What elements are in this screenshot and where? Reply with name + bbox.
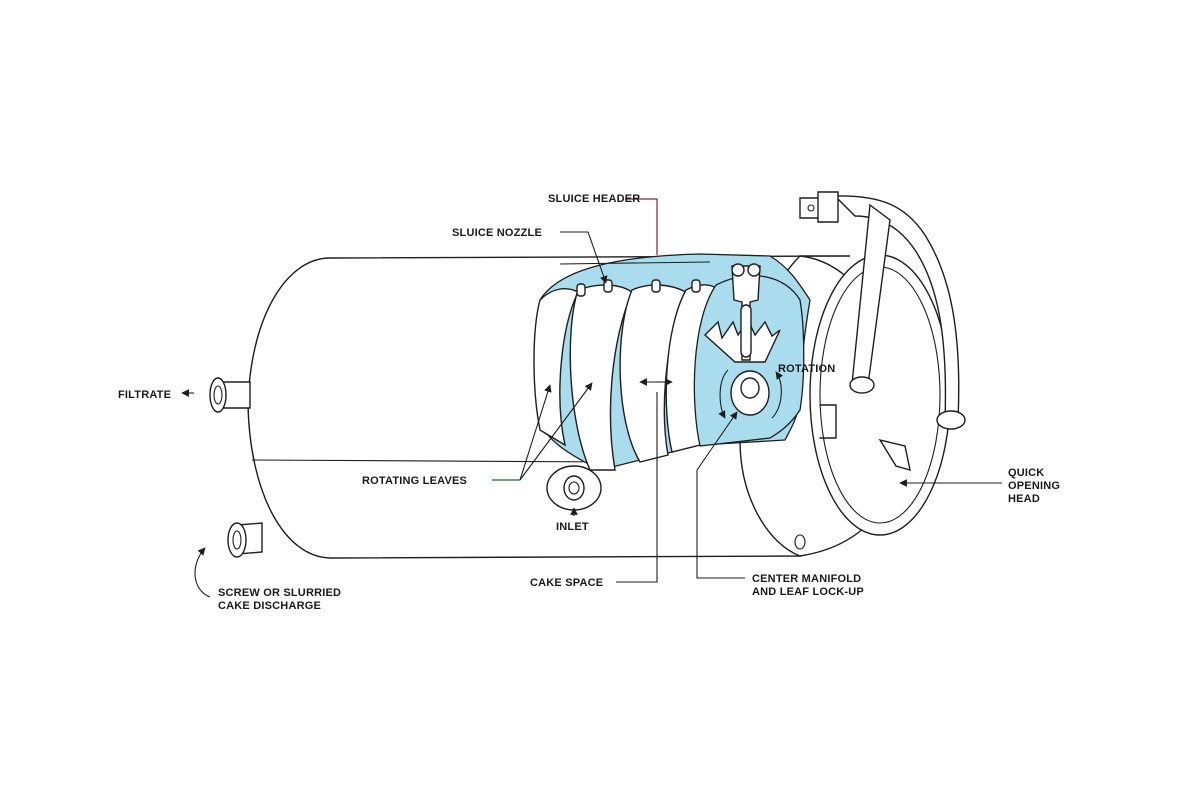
label-rotation: ROTATION xyxy=(778,363,835,375)
label-screw-discharge-line2: CAKE DISCHARGE xyxy=(218,600,321,612)
davit-arm xyxy=(799,191,966,430)
label-quick-opening-head-line3: HEAD xyxy=(1008,493,1040,505)
label-cake-space: CAKE SPACE xyxy=(530,577,603,589)
cutaway-section xyxy=(533,253,811,471)
sluice-nozzles xyxy=(559,261,711,297)
label-quick-opening-head-line2: OPENING xyxy=(1008,480,1060,492)
filtrate-nozzle xyxy=(209,377,251,413)
discharge-nozzle xyxy=(227,522,263,558)
label-quick-opening-head-line1: QUICK xyxy=(1008,467,1044,479)
inlet-nozzle xyxy=(546,465,602,511)
leader-lines xyxy=(181,198,1002,598)
label-center-manifold-line2: AND LEAF LOCK-UP xyxy=(752,586,864,598)
label-center-manifold-line1: CENTER MANIFOLD xyxy=(752,573,861,585)
label-sluice-header: SLUICE HEADER xyxy=(548,193,640,205)
labels: SLUICE HEADER SLUICE NOZZLE FILTRATE ROT… xyxy=(118,193,1060,612)
label-inlet: INLET xyxy=(556,521,589,533)
label-sluice-nozzle: SLUICE NOZZLE xyxy=(452,227,542,239)
label-rotating-leaves: ROTATING LEAVES xyxy=(362,475,467,487)
label-screw-discharge-line1: SCREW OR SLURRIED xyxy=(218,587,341,599)
label-filtrate: FILTRATE xyxy=(118,389,171,401)
